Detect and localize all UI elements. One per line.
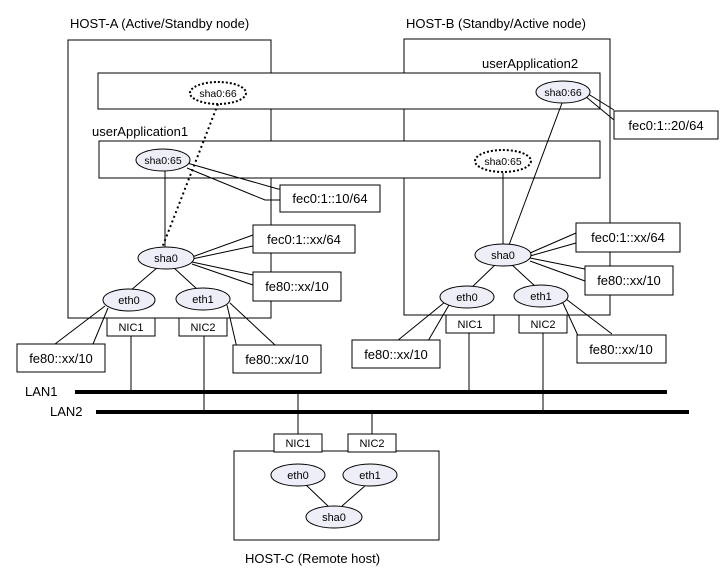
host-b-fe80-sha0-label: fe80::xx/10 xyxy=(597,273,661,288)
host-a-fec0-10-pointer-2 xyxy=(186,167,280,201)
host-a-fec0-xx-pointer-2 xyxy=(191,245,254,260)
host-a-fe80-eth0-pointer-2 xyxy=(92,307,109,345)
host-a-sha0-65-node xyxy=(135,148,191,172)
host-b-sha0-65-inactive-node xyxy=(474,149,532,173)
host-a-sha0-66-inactive-node xyxy=(189,81,247,105)
host-a-fe80-sha0-pointer-2 xyxy=(191,263,254,286)
host-a-fec0-10-pointer xyxy=(186,162,280,190)
host-b-fe80-eth1-pointer-2 xyxy=(565,298,613,335)
host-c-eth1-sha0-link xyxy=(341,484,367,507)
host-a-fe80-sha0-label: fe80::xx/10 xyxy=(265,279,329,294)
host-c-title: HOST-C (Remote host) xyxy=(245,551,380,566)
host-b-sha0-65-label: sha0:65 xyxy=(484,156,522,168)
host-b-sha0-eth0-link xyxy=(469,263,497,290)
host-a-fec0-xx-box xyxy=(252,224,356,254)
host-a-sha0-65-label: sha0:65 xyxy=(144,155,182,167)
host-b-sha0-66-node xyxy=(535,80,591,104)
host-b-sha0-66-label: sha0:66 xyxy=(544,87,582,99)
host-a-fe80-eth1-pointer xyxy=(226,304,238,349)
user-application1-label: userApplication1 xyxy=(92,124,188,139)
host-b-eth0-label: eth0 xyxy=(456,292,477,304)
host-a-nic2-label: NIC2 xyxy=(190,322,215,334)
host-b-fec0-xx-pointer-2 xyxy=(529,242,577,257)
host-a-fe80-sha0-box xyxy=(252,271,342,302)
host-a-fec0-xx-label: fec0:1::xx/64 xyxy=(267,232,341,247)
host-a-fe80-eth1-label: fe80::xx/10 xyxy=(245,352,309,367)
host-b-fec0-20-pointer xyxy=(584,91,615,111)
host-a-fe80-eth0-pointer xyxy=(54,305,106,345)
host-b-fe80-eth0-pointer xyxy=(396,301,446,342)
host-b-fe80-eth0-label: fe80::xx/10 xyxy=(364,347,428,362)
host-b-eth1-label: eth1 xyxy=(530,291,551,303)
host-b-fe80-sha0-pointer-2 xyxy=(529,260,586,282)
host-a-title: HOST-A (Active/Standby node) xyxy=(70,16,249,31)
host-a-nic2-box xyxy=(178,317,228,337)
host-b-nic1-label: NIC1 xyxy=(457,319,482,331)
host-b-title: HOST-B (Standby/Active node) xyxy=(406,16,586,31)
host-b-fec0-20-pointer-2 xyxy=(584,95,615,121)
host-b-fe80-eth1-pointer xyxy=(561,300,581,341)
host-a-fec0-10-box xyxy=(279,184,381,213)
host-a-fe80-sha0-pointer xyxy=(191,261,254,276)
host-b-nic2-label: NIC2 xyxy=(530,319,555,331)
host-b-sha0-label: sha0 xyxy=(491,250,515,262)
host-b-nic1-box xyxy=(445,314,495,334)
host-c-eth0-label: eth0 xyxy=(287,470,308,482)
host-a-sha0-node xyxy=(137,246,195,270)
host-a-fe80-eth1-box xyxy=(232,344,322,374)
host-a-fe80-eth1-pointer-2 xyxy=(229,302,276,346)
host-b-fec0-20-box xyxy=(613,110,719,140)
host-a-fe80-eth0-label: fe80::xx/10 xyxy=(29,351,93,366)
lan2-label: LAN2 xyxy=(50,404,83,419)
host-a-fe80-eth0-box xyxy=(16,343,106,373)
host-c-sha0-label: sha0 xyxy=(322,512,346,524)
host-a-sha0-eth0-link xyxy=(129,266,159,292)
host-a-eth0-label: eth0 xyxy=(118,295,139,307)
host-b-fe80-eth1-label: fe80::xx/10 xyxy=(589,342,653,357)
host-a-sha0-label: sha0 xyxy=(154,253,178,265)
host-a-eth1-node xyxy=(175,287,231,311)
host-a-nic1-label: NIC1 xyxy=(118,322,143,334)
host-b-fe80-eth0-box xyxy=(351,339,441,369)
host-b-sha0-node xyxy=(474,243,532,267)
host-a-eth1-label: eth1 xyxy=(192,294,213,306)
host-b-fe80-sha0-box xyxy=(584,265,674,296)
host-b-sha0-eth1-link xyxy=(510,263,537,288)
host-c-eth1-node xyxy=(342,463,398,487)
host-c-sha0-node xyxy=(305,505,363,529)
host-c-nic2-label: NIC2 xyxy=(359,438,384,450)
host-b-eth0-node xyxy=(439,285,495,309)
host-c-eth0-sha0-link xyxy=(305,484,329,507)
host-a-fec0-10-label: fec0:1::10/64 xyxy=(292,191,367,206)
user-application2-label: userApplication2 xyxy=(482,56,578,71)
host-c-eth0-node xyxy=(270,463,326,487)
host-a-sha0-66-standby-link xyxy=(161,103,219,249)
host-c-eth1-label: eth1 xyxy=(359,470,380,482)
host-a-eth0-node xyxy=(102,288,156,312)
user-application2-band xyxy=(97,72,601,110)
host-b-fe80-eth0-pointer-2 xyxy=(427,304,450,342)
host-a-sha0-eth1-link xyxy=(172,266,199,291)
host-c-nic2-box xyxy=(347,433,397,453)
host-c-nic1-box xyxy=(273,433,323,453)
host-b-fe80-eth1-box xyxy=(576,334,667,364)
host-b-sha0-66-link xyxy=(508,102,563,246)
host-b-fe80-sha0-pointer xyxy=(529,257,586,270)
host-b-fec0-xx-box xyxy=(575,222,681,253)
host-b-fec0-xx-pointer xyxy=(529,232,577,254)
host-b-fec0-20-label: fec0:1::20/64 xyxy=(628,118,703,133)
host-b-eth1-node xyxy=(513,284,569,308)
lan1-label: LAN1 xyxy=(25,384,58,399)
host-b-fec0-xx-label: fec0:1::xx/64 xyxy=(591,230,665,245)
host-a-sha0-66-label: sha0:66 xyxy=(199,88,237,100)
host-a-fec0-xx-pointer xyxy=(191,234,254,258)
host-c-nic1-label: NIC1 xyxy=(285,438,310,450)
